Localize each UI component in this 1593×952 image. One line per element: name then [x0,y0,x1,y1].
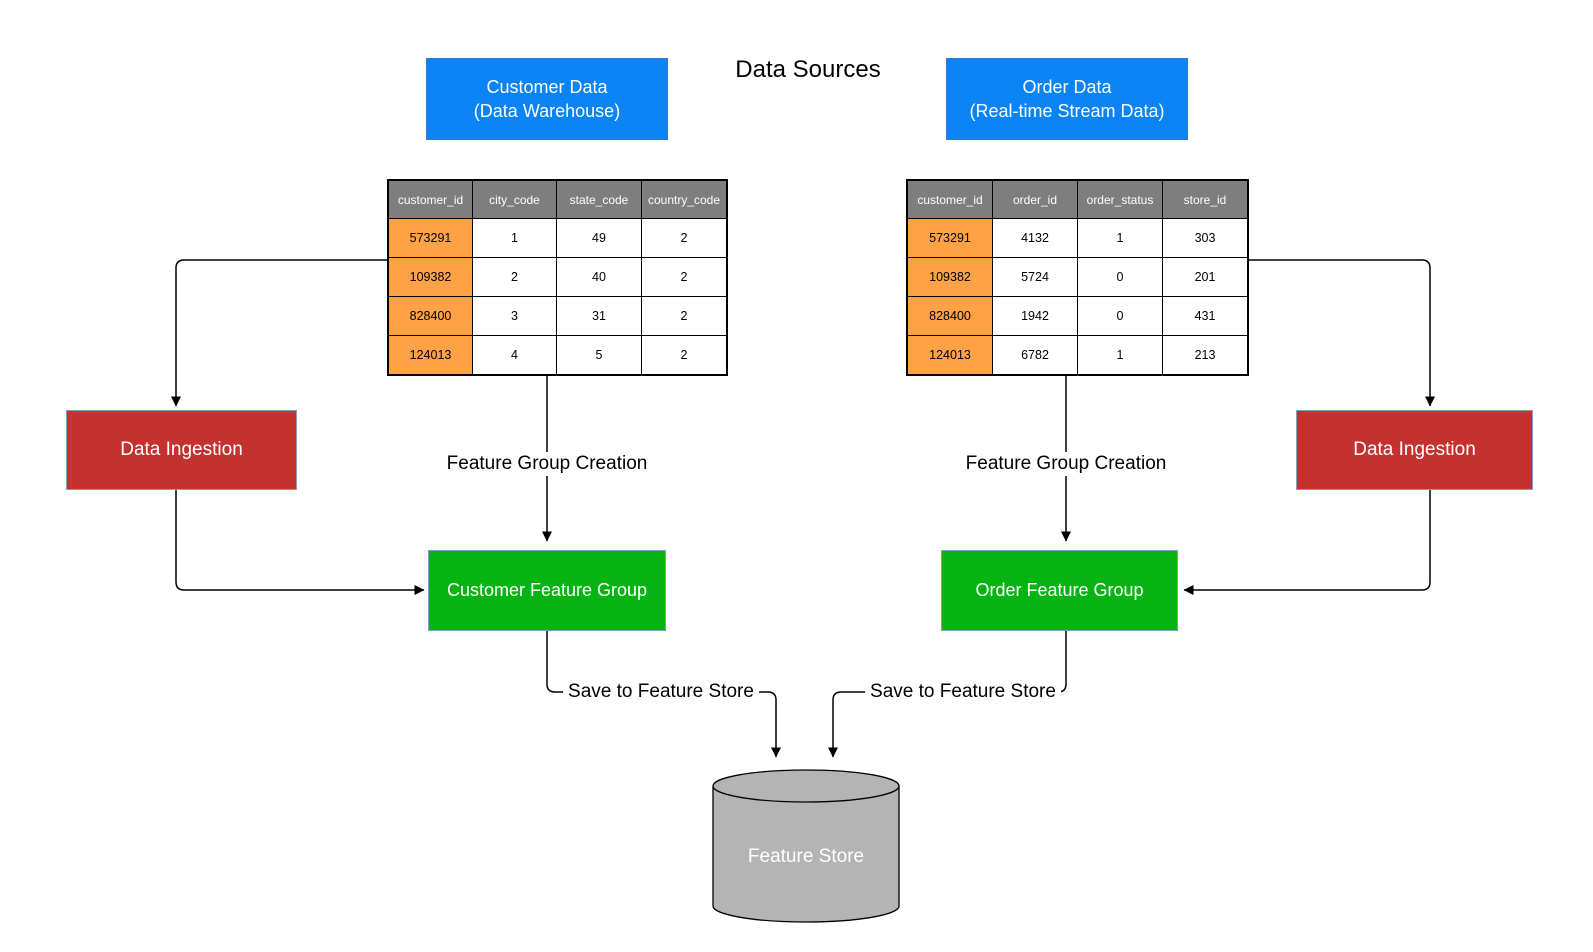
table-cell: 2 [472,257,557,297]
data-ingestion-label: Data Ingestion [1353,439,1476,460]
table-row: 828400 1942 0 431 [906,296,1249,336]
table-cell: 1 [1077,218,1163,258]
customer-table-header-row: customer_id city_code state_code country… [387,179,728,219]
table-row: 124013 6782 1 213 [906,335,1249,376]
column-header: store_id [1162,179,1249,219]
customer-source-line1: Customer Data [486,77,608,97]
customer-data-source-node: Customer Data (Data Warehouse) [426,58,668,140]
edge-ingestion-right-to-order-feature-group [1183,490,1431,595]
column-header: customer_id [387,179,473,219]
edge-customer-table-to-ingestion-left [171,259,387,407]
table-cell: 213 [1162,335,1249,376]
table-cell: 49 [556,218,642,258]
table-cell: 431 [1162,296,1249,336]
column-header: order_id [992,179,1078,219]
table-cell: 1 [1077,335,1163,376]
table-cell: 5 [556,335,642,376]
customer-feature-group-node: Customer Feature Group [428,550,666,631]
table-cell: 4132 [992,218,1078,258]
order-data-source-node: Order Data (Real-time Stream Data) [946,58,1188,140]
edge-order-table-to-ingestion-right [1226,259,1435,407]
table-cell: 828400 [906,296,993,336]
table-cell: 2 [641,296,728,336]
order-feature-group-node: Order Feature Group [941,550,1178,631]
table-row: 573291 1 49 2 [387,218,728,258]
table-cell: 124013 [906,335,993,376]
customer-source-line2: (Data Warehouse) [473,101,621,121]
table-cell: 1 [472,218,557,258]
data-ingestion-node-right: Data Ingestion [1296,410,1533,490]
edge-label-save-to-feature-store-left: Save to Feature Store [563,680,759,704]
table-cell: 3 [472,296,557,336]
table-cell: 31 [556,296,642,336]
table-cell: 0 [1077,296,1163,336]
table-cell: 828400 [387,296,473,336]
order-table: customer_id order_id order_status store_… [906,179,1249,376]
table-cell: 0 [1077,257,1163,297]
table-cell: 109382 [387,257,473,297]
table-row: 109382 5724 0 201 [906,257,1249,297]
edge-label-save-to-feature-store-right: Save to Feature Store [865,680,1061,704]
column-header: country_code [641,179,728,219]
table-cell: 124013 [387,335,473,376]
column-header: order_status [1077,179,1163,219]
edge-label-feature-group-creation-left: Feature Group Creation [441,452,653,476]
table-cell: 573291 [387,218,473,258]
data-ingestion-label: Data Ingestion [120,439,243,460]
table-cell: 2 [641,218,728,258]
customer-feature-group-label: Customer Feature Group [446,580,648,600]
table-cell: 201 [1162,257,1249,297]
data-ingestion-node-left: Data Ingestion [66,410,297,490]
feature-store-label: Feature Store [747,846,865,867]
table-cell: 303 [1162,218,1249,258]
order-feature-group-label: Order Feature Group [975,580,1144,600]
table-cell: 6782 [992,335,1078,376]
table-cell: 2 [641,257,728,297]
column-header: city_code [472,179,557,219]
order-source-line2: (Real-time Stream Data) [969,101,1165,121]
table-row: 573291 4132 1 303 [906,218,1249,258]
feature-store-cylinder [712,769,900,923]
diagram-title: Data Sources [735,56,881,83]
table-cell: 2 [641,335,728,376]
edge-ingestion-left-to-customer-feature-group [175,490,425,595]
table-cell: 573291 [906,218,993,258]
order-table-header-row: customer_id order_id order_status store_… [906,179,1249,219]
customer-table: customer_id city_code state_code country… [387,179,728,376]
table-cell: 4 [472,335,557,376]
table-cell: 1942 [992,296,1078,336]
column-header: state_code [556,179,642,219]
table-row: 109382 2 40 2 [387,257,728,297]
edge-label-feature-group-creation-right: Feature Group Creation [960,452,1172,476]
table-row: 124013 4 5 2 [387,335,728,376]
table-row: 828400 3 31 2 [387,296,728,336]
table-cell: 40 [556,257,642,297]
table-cell: 109382 [906,257,993,297]
column-header: customer_id [906,179,993,219]
order-source-line1: Order Data [1022,77,1112,97]
table-cell: 5724 [992,257,1078,297]
